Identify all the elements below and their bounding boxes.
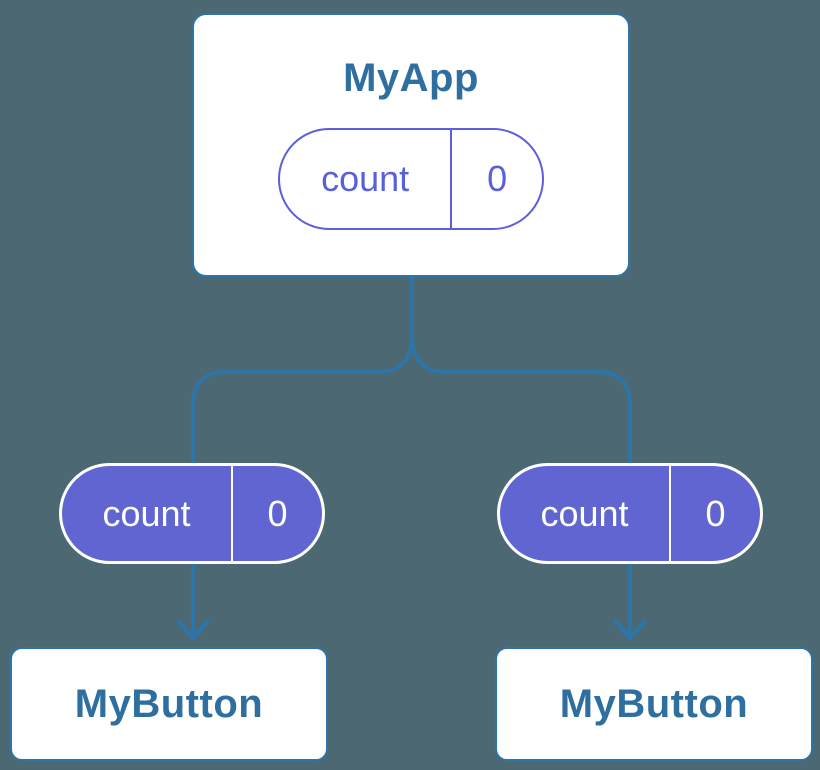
edge-root-to-right-pill: [410, 334, 632, 465]
node-card-mybutton-left: MyButton: [10, 647, 328, 761]
prop-pill-right: count 0: [497, 463, 763, 564]
prop-value-label: 0: [267, 492, 288, 534]
edge-root-to-left-pill: [191, 276, 414, 465]
state-pill-root: count 0: [278, 128, 544, 230]
node-card-mybutton-right: MyButton: [495, 647, 813, 761]
state-name-label: count: [280, 130, 453, 228]
node-label-myapp: MyApp: [343, 56, 479, 100]
prop-value-label: 0: [705, 492, 726, 534]
node-label-mybutton: MyButton: [559, 681, 749, 726]
arrowhead-down-left-icon: [176, 619, 210, 641]
state-value-label: 0: [487, 158, 508, 199]
arrowhead-down-right-icon: [613, 619, 647, 641]
prop-name-label: count: [500, 466, 671, 561]
node-card-myapp: [192, 13, 630, 277]
prop-name-label: count: [62, 466, 233, 561]
prop-pill-left: count 0: [59, 463, 325, 564]
node-label-mybutton: MyButton: [74, 681, 264, 726]
